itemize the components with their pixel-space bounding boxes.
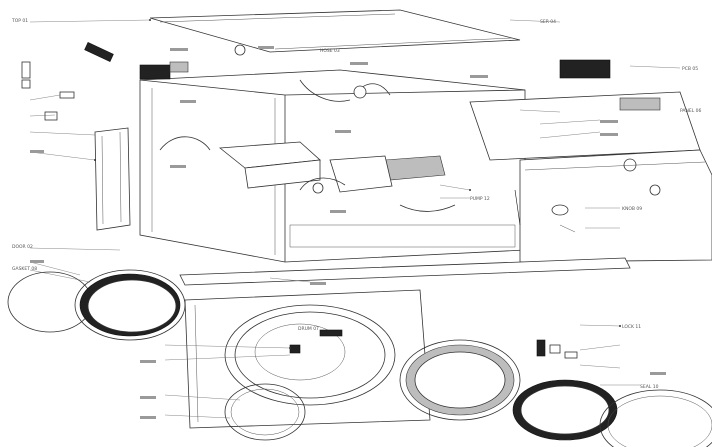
part-labels: TOP 01 SER 04 DOOR 02 HOSE 03 PCB 05 PAN… xyxy=(11,18,702,390)
part-label: PUMP 12 xyxy=(470,196,490,202)
leader-lines xyxy=(29,19,681,419)
top-cover-part xyxy=(149,9,521,53)
door-lock-part xyxy=(536,339,578,359)
part-label: TOP 01 xyxy=(11,18,28,24)
part-label: DOOR 02 xyxy=(12,244,33,250)
detergent-drawer-part xyxy=(218,141,446,193)
part-label: PCB 05 xyxy=(682,66,698,72)
glass-bowl-part xyxy=(224,383,306,441)
hose-part xyxy=(159,79,456,212)
side-panel-part xyxy=(94,127,131,231)
front-panel-part xyxy=(184,289,431,429)
door-ring-right-part xyxy=(399,339,712,447)
connector-dots xyxy=(94,19,621,349)
control-panel-part xyxy=(469,59,712,263)
base-strip-part xyxy=(179,257,631,286)
door-ring-left-part xyxy=(7,269,186,341)
part-label: DRUM 07 xyxy=(298,326,319,332)
part-label: KNOB 09 xyxy=(622,206,642,212)
part-label: LOCK 11 xyxy=(622,324,641,330)
part-label: HOSE 03 xyxy=(320,48,340,54)
part-label: SER 04 xyxy=(540,19,556,25)
part-label: PANEL 06 xyxy=(680,108,702,114)
small-parts-cluster xyxy=(21,42,246,121)
part-label: GASKET 08 xyxy=(12,266,37,272)
part-label: SEAL 10 xyxy=(640,384,659,390)
illegible-label-marks xyxy=(30,46,666,419)
